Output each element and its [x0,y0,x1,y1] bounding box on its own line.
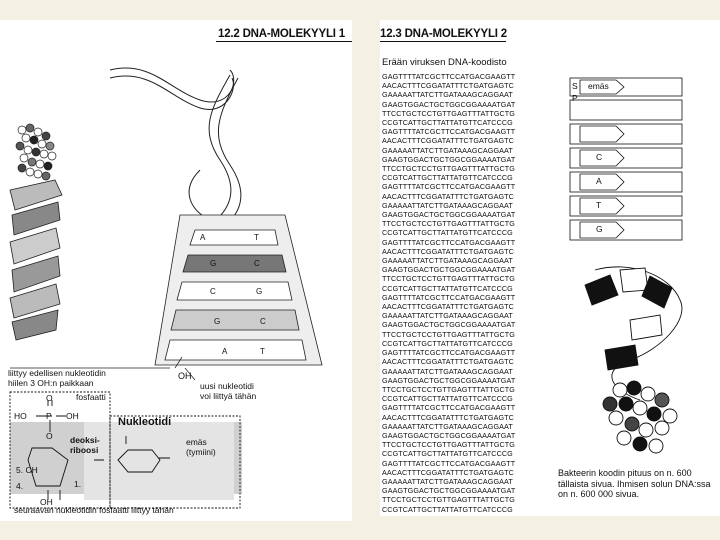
helix-space-fill [585,267,682,453]
dna-illustration: A T G C C G G C A T [0,20,352,521]
formula-p: P [46,412,52,422]
formula-o-top: O [46,394,53,404]
ladder-base-10: T [260,347,265,356]
dna-ribbon-model [10,180,62,340]
nucleotide-heading: Nukleotidi [118,418,171,428]
deoxyribose-label: deoksi-riboosi [70,436,100,455]
strand-row-2 [570,100,682,120]
ladder-base-4: C [254,259,260,268]
ladder-base-9: A [222,347,228,356]
strand-base-t: T [596,201,601,211]
ladder-base-2: T [254,233,259,242]
ladder-base-7: G [214,317,220,326]
formula-ho: HO [14,412,27,422]
formula-c4: 4. [16,482,23,492]
ladder-base-8: C [260,317,266,326]
strand-base-c: C [596,153,602,163]
ladder-base-5: C [210,287,216,296]
dna-ladder [155,215,322,365]
phosphate-label: fosfaatti [76,393,106,403]
formula-c5: 5. CH [16,466,38,476]
formula-o-bottom: O [46,432,53,442]
ladder-base-3: G [210,259,216,268]
formula-oh: OH [66,412,79,422]
ladder-base-6: G [256,287,262,296]
left-page: 12.2 DNA-MOLEKYYLI 1 [0,20,352,521]
ladder-base-1: A [200,233,206,242]
strand-s-label: S [572,82,578,92]
right-page: 12.3 DNA-MOLEKYYLI 2 Erään viruksen DNA-… [380,20,720,516]
strand-diagram [380,20,720,516]
space-filling-dna-model [16,124,56,180]
strand-base-label: emäs [588,82,609,92]
formula-c1: 1. [74,480,81,490]
strand-base-a: A [596,177,602,187]
strand-base-g: G [596,225,603,235]
oh-label: OH [178,372,192,382]
double-helix [110,68,241,230]
next-attach-label: seuraavan nukleotidin fosfaatti liittyy … [14,506,174,516]
base-label: emäs(tymiini) [186,438,216,457]
strand-p-label: P [572,94,578,104]
